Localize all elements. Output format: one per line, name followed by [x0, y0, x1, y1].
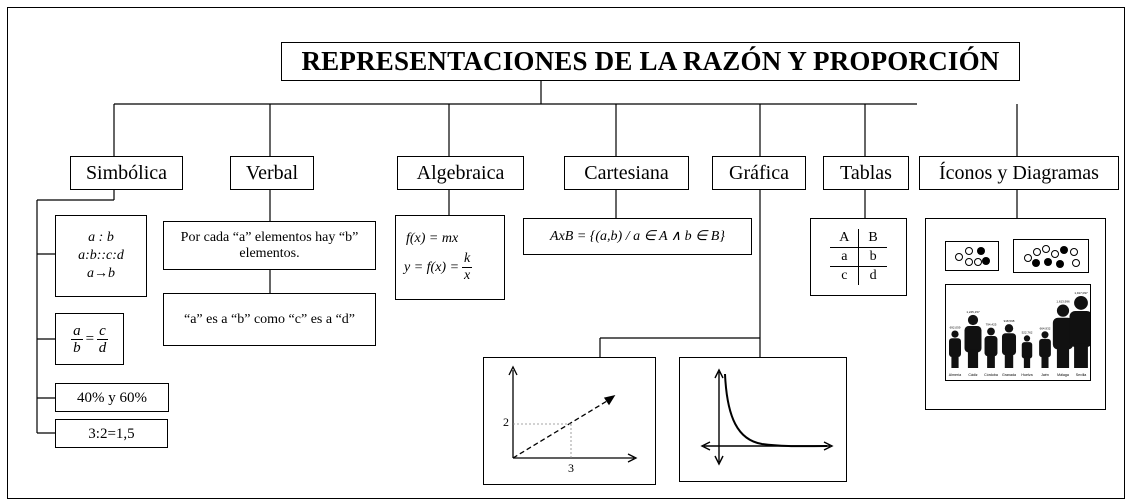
inverse-graph-box — [679, 357, 847, 482]
inverse-graph — [700, 368, 834, 466]
pictogram-category-label: Jaén — [1041, 373, 1049, 377]
diagram-title: REPRESENTACIONES DE LA RAZÓN Y PROPORCIÓ… — [281, 42, 1020, 81]
pictogram-value-label: 664,932 — [1040, 326, 1051, 330]
pictogram-category-label: Cádiz — [968, 373, 977, 377]
person-icon — [1052, 304, 1074, 368]
x-tick-label: 3 — [568, 461, 574, 475]
table-cell: a — [830, 247, 860, 267]
table-header-b: B — [858, 229, 887, 248]
person-icon — [1001, 324, 1017, 368]
pictogram-category-label: Almería — [949, 373, 961, 377]
category-cartesiana: Cartesiana — [564, 156, 689, 190]
table-header-a: A — [830, 229, 860, 248]
verbal-text-2: “a” es a “b” como “c” es a “d” — [163, 293, 376, 346]
category-simbolica: Simbólica — [70, 156, 183, 190]
algebraic-eq-2: y = f(x) = k x — [404, 251, 473, 284]
fraction-left-denominator: b — [73, 339, 81, 356]
table-cell: c — [830, 266, 860, 285]
pictogram-value-label: 1,245,157 — [966, 310, 980, 314]
fraction-right-numerator: c — [97, 322, 108, 340]
person-icon — [984, 327, 998, 368]
algebraic-fraction: k x — [462, 251, 473, 284]
pictogram-value-label: 918,598 — [1004, 319, 1015, 323]
pictogram-value-label: 692,059 — [950, 326, 961, 330]
pictogram-value-label: 1,917,097 — [1074, 291, 1088, 295]
algebraic-equations-box: f(x) = mx y = f(x) = k x — [395, 215, 505, 300]
person-icon — [1069, 296, 1090, 368]
table-cell: d — [869, 268, 877, 283]
person-icon — [1021, 335, 1033, 368]
linear-graph — [508, 365, 638, 463]
percent-box: 40% y 60% — [55, 383, 169, 412]
person-icon — [949, 330, 961, 368]
pictogram-category-label: Málaga — [1057, 373, 1069, 377]
category-tablas: Tablas — [823, 156, 909, 190]
pictogram-category-label: Huelva — [1021, 373, 1032, 377]
category-verbal: Verbal — [230, 156, 314, 190]
pictogram-category-label: Granada — [1002, 373, 1016, 377]
person-icon — [1039, 331, 1051, 368]
category-grafica: Gráfica — [712, 156, 806, 190]
table-cell: b — [858, 247, 887, 267]
fraction-equals: = — [85, 330, 95, 347]
fraction-right-denominator: d — [98, 339, 107, 356]
algebraic-denominator: x — [464, 268, 471, 283]
linear-graph-box: 2 3 — [483, 357, 656, 485]
cartesian-product-box: AxB = {(a,b) / a ∈ A ∧ b ∈ B} — [523, 218, 752, 255]
symbolic-line-1: a : b — [88, 230, 114, 245]
pictogram-category-label: Sevilla — [1076, 373, 1087, 377]
verbal-text-1: Por cada “a” elementos hay “b” elementos… — [163, 221, 376, 270]
category-iconos-diagramas: Íconos y Diagramas — [919, 156, 1119, 190]
ratio-box: 3:2=1,5 — [55, 419, 168, 448]
pictogram-value-label: 794,425 — [986, 323, 997, 327]
symbolic-line-2: a:b::c:d — [78, 248, 124, 263]
ratio-table: A B a b c d — [830, 229, 887, 285]
person-icon — [964, 314, 982, 368]
y-tick-label: 2 — [503, 415, 509, 429]
pictogram-category-label: Córdoba — [984, 373, 998, 377]
dot-group-small — [945, 241, 999, 271]
fraction-left: a b — [71, 323, 83, 356]
algebraic-eq-1: f(x) = mx — [406, 231, 459, 246]
algebraic-eq-2-left: y = f(x) = — [404, 259, 460, 275]
dot-group-large — [1013, 239, 1089, 273]
fraction-left-numerator: a — [71, 322, 83, 340]
category-algebraica: Algebraica — [397, 156, 524, 190]
symbolic-notation-box: a : b a:b::c:d a→b — [55, 215, 147, 297]
fraction-right: c d — [97, 323, 108, 356]
symbolic-fraction-box: a b = c d — [55, 313, 124, 365]
algebraic-numerator: k — [462, 251, 473, 268]
pictogram-value-label: 1,613,996 — [1056, 300, 1070, 304]
pictogram-value-label: 522,762 — [1022, 330, 1033, 334]
symbolic-line-3: a→b — [87, 266, 115, 281]
diagram-frame — [7, 7, 1125, 499]
table-box: A B a b c d — [810, 218, 907, 296]
